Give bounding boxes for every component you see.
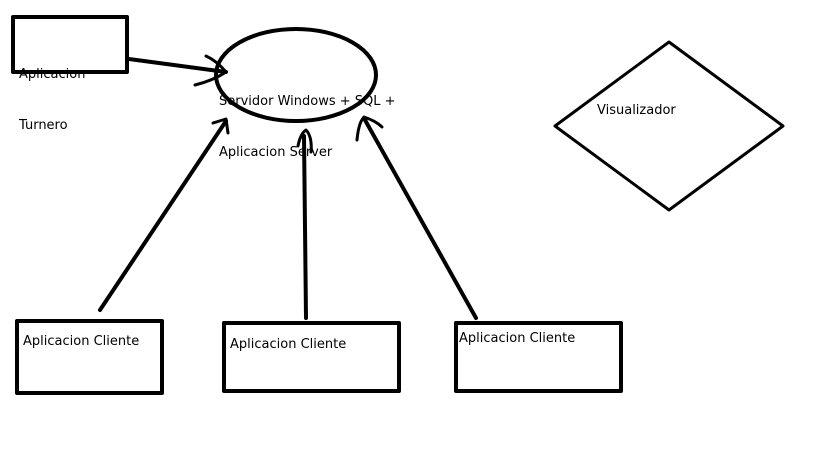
arrow-turnero-to-server	[127, 57, 228, 74]
turnero-label: Aplicacion Turnero	[19, 32, 85, 168]
visualizador-label: Visualizador	[597, 103, 676, 118]
server-label-line-2: Aplicacion Server	[219, 145, 333, 160]
turnero-label-line-2: Turnero	[19, 118, 68, 133]
cliente-1-box	[15, 319, 164, 395]
cliente-3-label: Aplicacion Cliente	[459, 331, 576, 346]
arrow-turnero-head	[193, 54, 228, 87]
arrow-cliente-3-to-server	[363, 118, 478, 320]
turnero-label-line-1: Aplicacion	[19, 67, 86, 82]
turnero-box	[11, 15, 129, 74]
cliente-3-box	[454, 321, 623, 393]
arrow-cliente-2-to-server	[302, 134, 308, 320]
server-ellipse	[214, 27, 378, 123]
cliente-2-box	[222, 321, 401, 393]
arrow-cliente-3-head	[355, 115, 384, 142]
visualizador-diamond	[553, 40, 785, 212]
server-label-line-1: Servidor Windows + SQL +	[219, 94, 396, 109]
arrow-cliente-1-to-server	[98, 119, 228, 312]
arrow-cliente-1-head	[211, 117, 230, 135]
cliente-2-label: Aplicacion Cliente	[230, 337, 347, 352]
server-label: Servidor Windows + SQL + Aplicacion Serv…	[219, 59, 396, 195]
cliente-1-label: Aplicacion Cliente	[23, 334, 140, 349]
arrow-cliente-2-head	[296, 128, 313, 154]
